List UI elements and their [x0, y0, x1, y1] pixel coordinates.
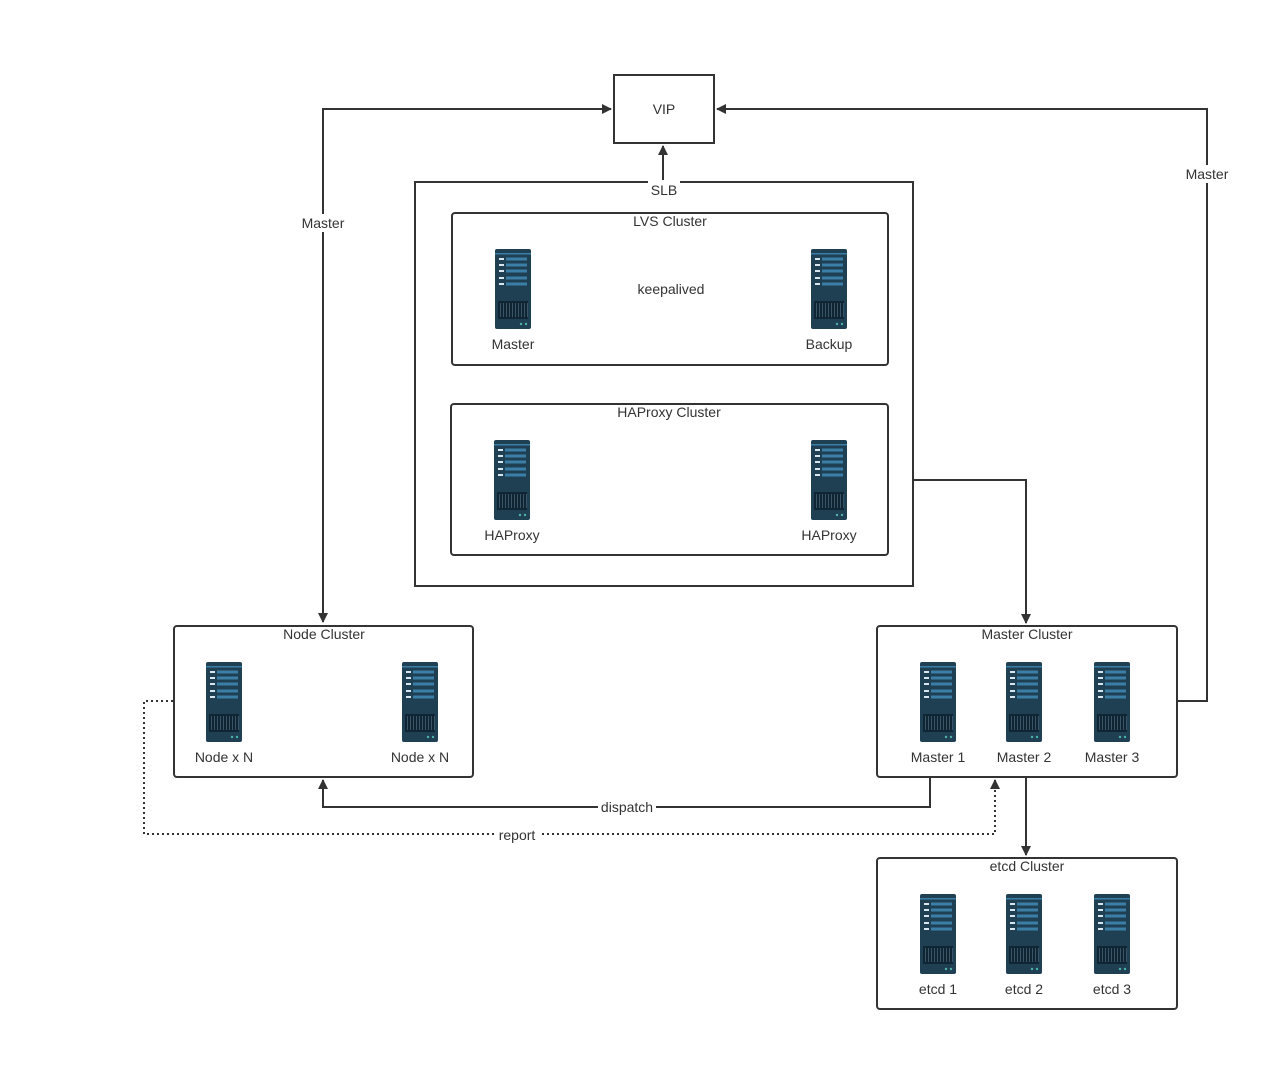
- servers: Master Backup HAProxy HAProxy Node x N N…: [195, 249, 1140, 997]
- vip-box: [613, 74, 715, 144]
- server-etcd-1: [920, 894, 956, 974]
- server-node-2: [402, 662, 438, 742]
- server-etcd-2: [1006, 894, 1042, 974]
- edge-keepalived-label: keepalived: [638, 281, 705, 297]
- server-rack-icon: [1006, 894, 1042, 974]
- edge-node-vip: [318, 104, 612, 623]
- server-rack-icon: [1094, 662, 1130, 742]
- server-lvs-backup-label: Backup: [806, 336, 853, 352]
- node-cluster-label: Node Cluster: [283, 626, 365, 642]
- edge-dispatch-label: dispatch: [601, 799, 653, 815]
- server-lvs-backup: [811, 249, 847, 329]
- server-master-2-label: Master 2: [997, 749, 1052, 765]
- server-master-3-label: Master 3: [1085, 749, 1140, 765]
- server-rack-icon: [402, 662, 438, 742]
- vip-label: VIP: [653, 101, 676, 117]
- server-master-2: [1006, 662, 1042, 742]
- server-node-1-label: Node x N: [195, 749, 253, 765]
- server-lvs-master-label: Master: [492, 336, 535, 352]
- server-rack-icon: [920, 894, 956, 974]
- server-master-3: [1094, 662, 1130, 742]
- server-rack-icon: [206, 662, 242, 742]
- server-etcd-1-label: etcd 1: [919, 981, 957, 997]
- edge-master-vip: [716, 104, 1208, 702]
- server-etcd-3-label: etcd 3: [1093, 981, 1131, 997]
- server-lvs-master: [495, 249, 531, 329]
- etcd-cluster-label: etcd Cluster: [990, 858, 1065, 874]
- server-haproxy-2-label: HAProxy: [801, 527, 856, 543]
- server-rack-icon: [920, 662, 956, 742]
- server-haproxy-1-label: HAProxy: [484, 527, 539, 543]
- master-cluster-label: Master Cluster: [981, 626, 1072, 642]
- server-node-1: [206, 662, 242, 742]
- edge-report: [143, 700, 1000, 835]
- edge-labels: Master Master keepalived dispatch report: [298, 165, 1233, 843]
- edge-master-vip-label: Master: [1186, 166, 1229, 182]
- node-cluster-box: [173, 625, 474, 778]
- slb-label: SLB: [651, 182, 677, 198]
- server-rack-icon: [811, 440, 847, 520]
- haproxy-cluster-box: [450, 403, 889, 556]
- haproxy-cluster-label: HAProxy Cluster: [617, 404, 721, 420]
- server-haproxy-1: [494, 440, 530, 520]
- server-etcd-3: [1094, 894, 1130, 974]
- server-rack-icon: [1094, 894, 1130, 974]
- edge-node-vip-label: Master: [302, 215, 345, 231]
- server-etcd-2-label: etcd 2: [1005, 981, 1043, 997]
- edge-slb-master: [913, 479, 1031, 624]
- server-node-2-label: Node x N: [391, 749, 449, 765]
- server-rack-icon: [495, 249, 531, 329]
- server-rack-icon: [1006, 662, 1042, 742]
- lvs-cluster-label: LVS Cluster: [633, 213, 707, 229]
- edge-report-label: report: [499, 827, 536, 843]
- server-rack-icon: [494, 440, 530, 520]
- server-master-1-label: Master 1: [911, 749, 966, 765]
- server-rack-icon: [811, 249, 847, 329]
- server-haproxy-2: [811, 440, 847, 520]
- server-master-1: [920, 662, 956, 742]
